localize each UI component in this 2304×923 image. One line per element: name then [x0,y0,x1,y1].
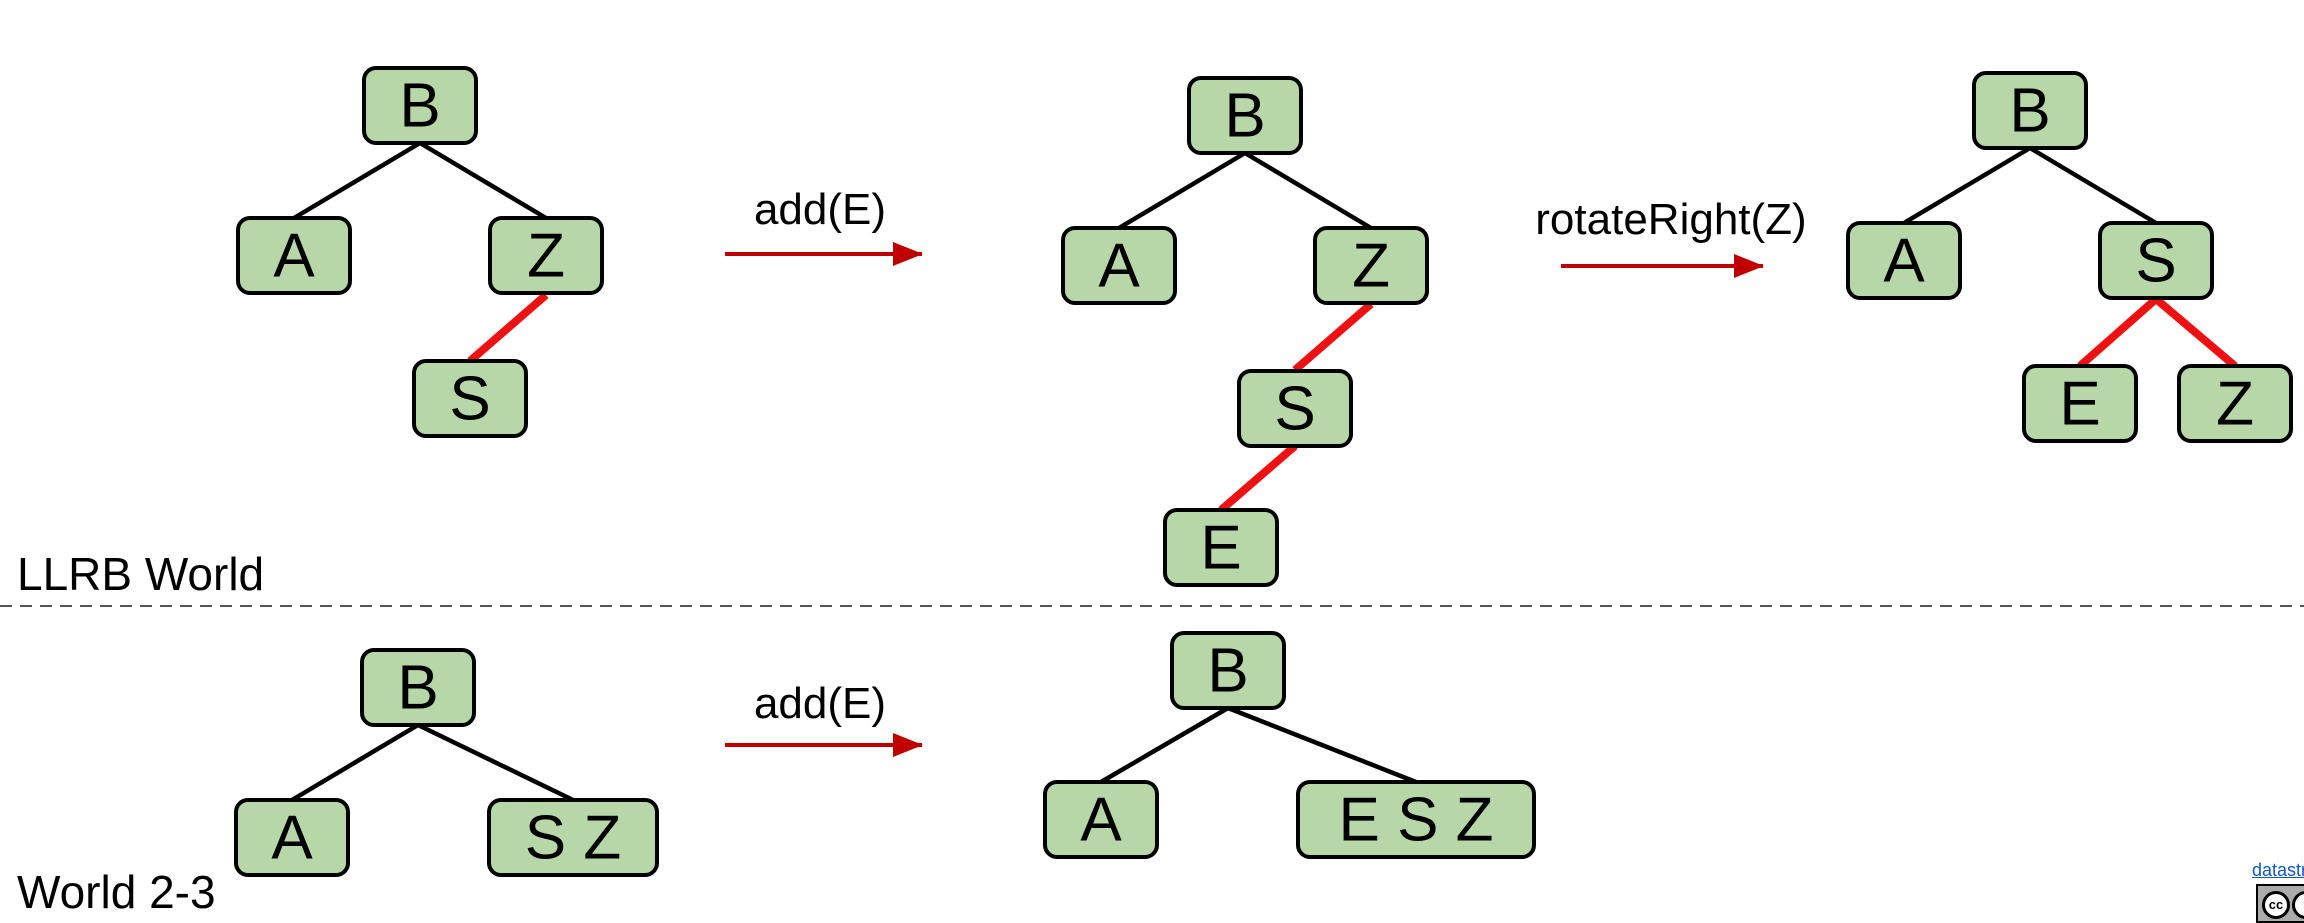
edge-b-sz [417,722,574,803]
red-edge-s-z [2153,295,2238,370]
node-label: Z [1352,232,1390,301]
llrb-tree2-node-z: Z [1313,226,1429,305]
world-23-label: World 2-3 [17,866,216,918]
node-label: B [1224,82,1265,151]
node-label: B [2009,77,2050,146]
llrb-tree2-node-e: E [1163,508,1279,587]
node-label: A [273,222,315,291]
edge-b-a [1117,151,1247,230]
w23-tree1-node-a: A [234,798,350,877]
node-label: A [1883,227,1925,296]
cc-badge-frame: cc [2256,884,2304,923]
by-icon [2292,891,2304,919]
llrb-tree3-node-e: E [2022,364,2138,443]
red-edge-s-e [1218,442,1298,514]
cc-license-badge[interactable]: cc [2256,884,2304,923]
op-add-label-23: add(E) [754,679,886,728]
w23-tree1-node-b: B [360,648,476,727]
w23-tree2-node-esz: E S Z [1296,780,1536,859]
llrb-tree1-node-s: S [412,359,528,438]
edge-b-z [418,141,548,220]
node-label: B [399,72,440,141]
node-label: S [449,365,490,434]
credit-link[interactable]: datastructur.es [2252,860,2304,880]
llrb-tree3-node-b: B [1972,71,2088,150]
llrb-tree1-node-a: A [236,216,352,295]
red-edge-z-s [467,291,549,365]
edge-b-a [1099,706,1230,784]
llrb-tree3-node-a: A [1846,221,1962,300]
edge-b-s [2028,146,2158,225]
node-label: A [271,804,313,873]
node-label: A [1098,232,1140,301]
edge-b-a [290,723,420,802]
w23-tree2-node-b: B [1170,631,1286,710]
edge-b-z [1243,151,1373,230]
llrb-tree2-node-a: A [1061,226,1177,305]
w23-tree1-node-sz: S Z [487,798,659,877]
llrb-tree2-node-s: S [1237,369,1353,448]
node-label: S [1274,375,1315,444]
edge-b-a [292,141,422,220]
node-label: B [1207,637,1248,706]
red-edge-s-e [2077,295,2159,370]
llrb-world-label: LLRB World [17,548,264,600]
llrb-tree3-node-s: S [2098,221,2214,300]
red-edge-z-s [1292,300,1374,374]
node-label: E S Z [1338,786,1493,855]
edge-b-esz [1227,705,1417,785]
node-label: S Z [525,804,621,873]
edge-b-a [1902,146,2032,225]
w23-tree2-node-a: A [1043,780,1159,859]
node-label: A [1080,786,1122,855]
op-add-label: add(E) [754,185,886,234]
node-label: E [2059,370,2100,439]
llrb-tree1-node-z: Z [488,216,604,295]
cc-logo-icon: cc [2262,891,2290,919]
node-label: B [397,654,438,723]
node-label: E [1200,514,1241,583]
llrb-tree2-node-b: B [1187,76,1303,155]
node-label: S [2135,227,2176,296]
op-rotate-label: rotateRight(Z) [1535,195,1806,244]
llrb-tree1-node-b: B [362,66,478,145]
llrb-tree3-node-z: Z [2177,364,2293,443]
node-label: Z [2216,370,2254,439]
node-label: Z [527,222,565,291]
